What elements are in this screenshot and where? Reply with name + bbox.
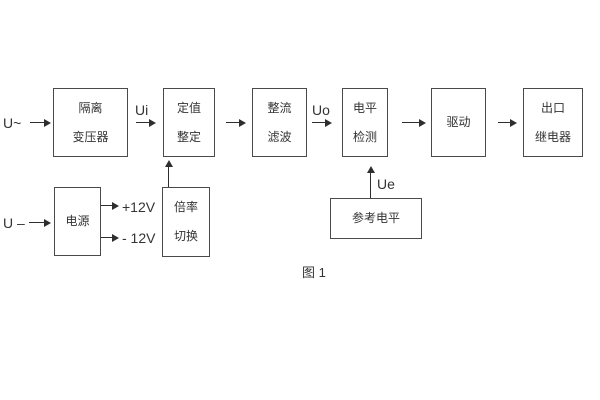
block-relay-line2: 继电器 — [534, 129, 571, 144]
block-multiplier-line2: 切换 — [173, 229, 198, 243]
block-output-relay: 出口 继电器 — [523, 88, 583, 157]
arrow-shaft — [136, 122, 149, 123]
block-rectifier-filter: 整流 滤波 — [252, 88, 307, 157]
arrow-drive-to-relay — [498, 118, 517, 127]
arrowhead-right-icon — [44, 218, 51, 227]
arrow-multiplier-to-setpoint — [164, 160, 173, 187]
block-multiplier-line1: 倍率 — [173, 200, 198, 214]
block-power-line1: 电源 — [65, 214, 90, 228]
arrow-reference-to-level — [366, 166, 375, 198]
label-rail-minus12v: - 12V — [122, 230, 156, 246]
arrow-shaft — [312, 122, 325, 123]
label-signal-uo: Uo — [312, 102, 330, 118]
arrow-rectifier-to-level — [312, 118, 332, 127]
arrow-shaft — [168, 167, 169, 187]
label-rail-plus12v: +12V — [122, 199, 156, 215]
block-rectifier-line2: 滤波 — [267, 129, 292, 144]
arrow-shaft — [402, 122, 419, 123]
block-rectifier-line1: 整流 — [267, 100, 292, 115]
arrowhead-right-icon — [149, 118, 156, 127]
block-setpoint-adjust: 定值 整定 — [163, 88, 215, 157]
arrowhead-right-icon — [112, 201, 119, 210]
arrowhead-right-icon — [44, 118, 51, 127]
arrow-shaft — [101, 205, 112, 206]
block-multiplier-switch: 倍率 切换 — [162, 187, 210, 257]
block-relay-line1: 出口 — [540, 100, 565, 115]
figure-caption: 图 1 — [302, 265, 326, 280]
arrowhead-right-icon — [510, 118, 517, 127]
block-level-line1: 电平 — [352, 100, 377, 115]
arrowhead-right-icon — [112, 233, 119, 242]
block-reference-level: 参考电平 — [330, 198, 422, 239]
arrow-shaft — [29, 222, 44, 223]
arrow-dc-to-power — [29, 218, 51, 227]
block-drive-line1: 驱动 — [446, 115, 471, 129]
block-isolation-line2: 变压器 — [72, 129, 109, 144]
arrowhead-right-icon — [239, 118, 246, 127]
arrow-shaft — [498, 122, 510, 123]
block-reference-line1: 参考电平 — [351, 211, 400, 225]
arrow-shaft — [30, 122, 44, 123]
arrow-power-to-minus12v — [101, 233, 119, 242]
arrowhead-right-icon — [419, 118, 426, 127]
label-signal-ue: Ue — [377, 176, 395, 192]
block-level-line2: 检测 — [352, 129, 377, 144]
label-input-dc: U – — [3, 215, 25, 231]
block-setpoint-line1: 定值 — [176, 100, 201, 115]
block-isolation-transformer: 隔离 变压器 — [53, 88, 128, 157]
arrow-shaft — [101, 237, 112, 238]
arrowhead-up-icon — [164, 160, 173, 167]
arrow-shaft — [226, 122, 239, 123]
label-input-ac: U~ — [3, 115, 22, 131]
block-power-supply: 电源 — [54, 187, 101, 256]
label-signal-ui: Ui — [135, 102, 149, 118]
arrowhead-up-icon — [366, 166, 375, 173]
arrow-ac-to-isolation — [30, 118, 51, 127]
arrow-isolation-to-setpoint — [136, 118, 156, 127]
arrow-level-to-drive — [402, 118, 426, 127]
block-setpoint-line2: 整定 — [176, 129, 201, 144]
arrow-setpoint-to-rectifier — [226, 118, 246, 127]
arrowhead-right-icon — [325, 118, 332, 127]
arrow-shaft — [370, 173, 371, 198]
block-drive: 驱动 — [431, 88, 486, 157]
arrow-power-to-plus12v — [101, 201, 119, 210]
block-isolation-line1: 隔离 — [78, 100, 103, 115]
block-level-detect: 电平 检测 — [342, 88, 388, 157]
